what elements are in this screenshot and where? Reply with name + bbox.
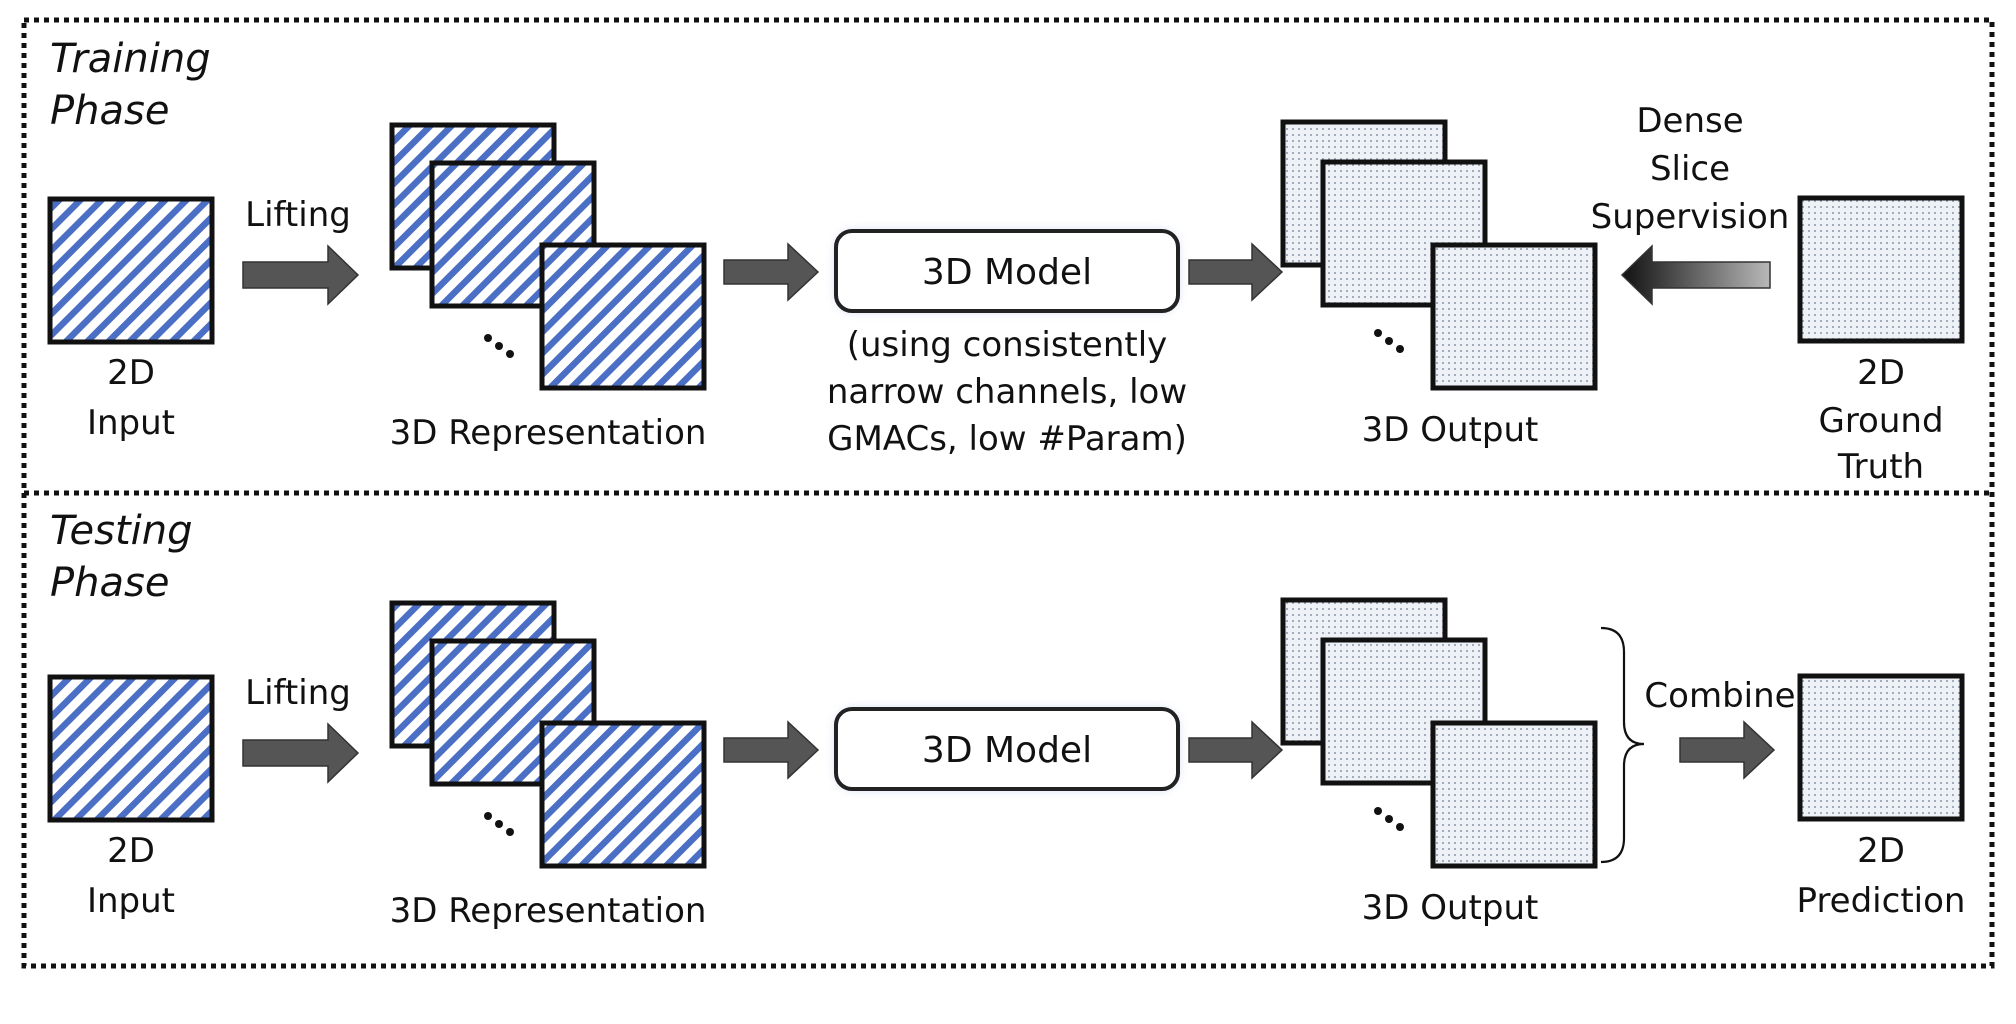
representation-slice	[539, 720, 707, 869]
testing-3d-model-box	[834, 707, 1180, 791]
prediction-image	[1797, 673, 1965, 822]
testing-phase: Testing Phase 2D Input Lifting 3D Repres…	[47, 508, 1966, 931]
testing-to-output-arrow	[1188, 720, 1284, 780]
training-3d-model-label: 3D Model	[922, 252, 1092, 293]
ground-truth-label-line3: Truth	[1837, 447, 1924, 487]
ground-truth-label: 2D	[1857, 353, 1905, 393]
testing-lifting-arrow	[242, 722, 360, 784]
supervision-label: Dense	[1636, 101, 1743, 141]
training-output-label: 3D Output	[1362, 410, 1539, 450]
testing-representation-label: 3D Representation	[390, 891, 707, 931]
supervision-arrow	[1620, 244, 1771, 306]
training-model-note-line2: narrow channels, low	[827, 372, 1187, 412]
representation-slice	[539, 242, 707, 391]
supervision-label-line3: Supervision	[1591, 197, 1790, 237]
testing-3d-output-stack	[1280, 597, 1598, 869]
training-phase: Training Phase 2D Input Lifting 3D Repre…	[47, 36, 1965, 487]
training-representation-label: 3D Representation	[390, 413, 707, 453]
testing-phase-title-line2: Phase	[50, 560, 169, 606]
training-3d-representation-stack	[389, 122, 707, 391]
ground-truth-label-line2: Ground	[1818, 401, 1943, 441]
training-lifting-arrow	[242, 244, 360, 306]
ellipsis-icon	[484, 334, 514, 358]
combine-label: Combine	[1644, 676, 1795, 716]
ground-truth-image	[1797, 195, 1965, 344]
ellipsis-icon	[484, 812, 514, 836]
output-slice	[1320, 159, 1488, 308]
supervision-label-line2: Slice	[1650, 149, 1730, 189]
testing-2d-input-image	[47, 674, 215, 823]
combine-brace-icon	[1600, 626, 1645, 864]
training-input-label-line2: Input	[87, 403, 175, 443]
ellipsis-icon	[1374, 807, 1404, 831]
testing-3d-representation-stack	[389, 600, 707, 869]
training-to-output-arrow	[1188, 242, 1284, 302]
training-to-model-arrow	[723, 242, 820, 302]
training-input-label: 2D	[107, 353, 155, 393]
training-model-note-line3: GMACs, low #Param)	[827, 419, 1187, 459]
testing-phase-title: Testing	[50, 508, 192, 554]
testing-input-label-line2: Input	[87, 881, 175, 921]
testing-output-label: 3D Output	[1362, 888, 1539, 928]
training-phase-title-line2: Phase	[50, 88, 169, 134]
testing-3d-model-label: 3D Model	[922, 730, 1092, 771]
training-phase-title: Training	[50, 36, 211, 82]
testing-to-model-arrow	[723, 720, 820, 780]
testing-input-label: 2D	[107, 831, 155, 871]
testing-lifting-label: Lifting	[245, 673, 351, 713]
training-lifting-label: Lifting	[245, 195, 351, 235]
training-3d-model-box	[834, 229, 1180, 313]
training-2d-input-image	[47, 196, 215, 345]
output-slice	[1430, 242, 1598, 391]
ellipsis-icon	[1374, 329, 1404, 353]
prediction-label: 2D	[1857, 831, 1905, 871]
output-slice	[1430, 720, 1598, 869]
output-slice	[1320, 637, 1488, 786]
combine-arrow	[1679, 720, 1776, 780]
prediction-label-line2: Prediction	[1797, 881, 1966, 921]
training-3d-output-stack	[1280, 119, 1598, 391]
training-model-note: (using consistently	[847, 325, 1168, 365]
